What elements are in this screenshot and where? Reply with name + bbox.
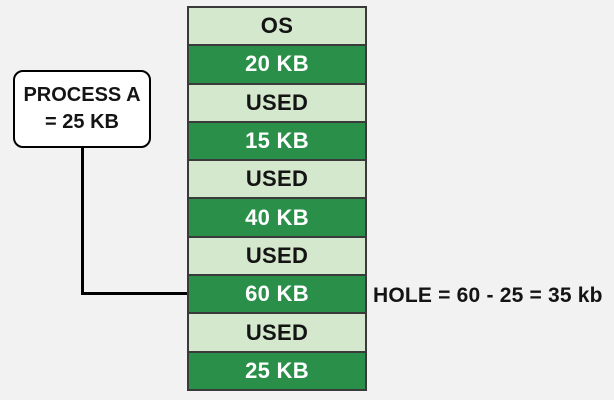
- memory-block-label: OS: [260, 13, 294, 39]
- memory-block-label: USED: [245, 166, 309, 192]
- memory-block-used-2: USED: [189, 159, 365, 198]
- memory-block-label: 40 KB: [245, 204, 309, 230]
- process-a-callout-line1: PROCESS A: [23, 84, 141, 106]
- hole-equation-label: HOLE = 60 - 25 = 35 kb: [373, 284, 603, 307]
- memory-block-label: 20 KB: [245, 51, 309, 77]
- memory-block-label: USED: [245, 89, 309, 115]
- connector-horizontal-line: [81, 292, 187, 295]
- memory-block-label: 25 KB: [245, 357, 309, 383]
- memory-block-used-4: USED: [189, 312, 365, 351]
- memory-block-label: 15 KB: [245, 128, 309, 154]
- memory-stack: OS 20 KB USED 15 KB USED 40 KB USED 60 K…: [187, 6, 367, 391]
- memory-block-15kb: 15 KB: [189, 120, 365, 160]
- process-a-callout-line2: = 25 KB: [45, 111, 119, 133]
- memory-block-label: USED: [245, 319, 309, 345]
- memory-block-label: USED: [245, 242, 309, 268]
- memory-block-os: OS: [189, 8, 365, 45]
- memory-block-label: 60 KB: [245, 281, 309, 307]
- memory-block-used-3: USED: [189, 235, 365, 275]
- memory-block-25kb: 25 KB: [189, 350, 365, 389]
- process-a-callout: PROCESS A = 25 KB: [13, 70, 151, 148]
- memory-block-60kb: 60 KB: [189, 274, 365, 313]
- memory-block-20kb: 20 KB: [189, 44, 365, 83]
- connector-vertical-line: [81, 148, 84, 294]
- memory-block-used-1: USED: [189, 82, 365, 121]
- memory-block-40kb: 40 KB: [189, 197, 365, 236]
